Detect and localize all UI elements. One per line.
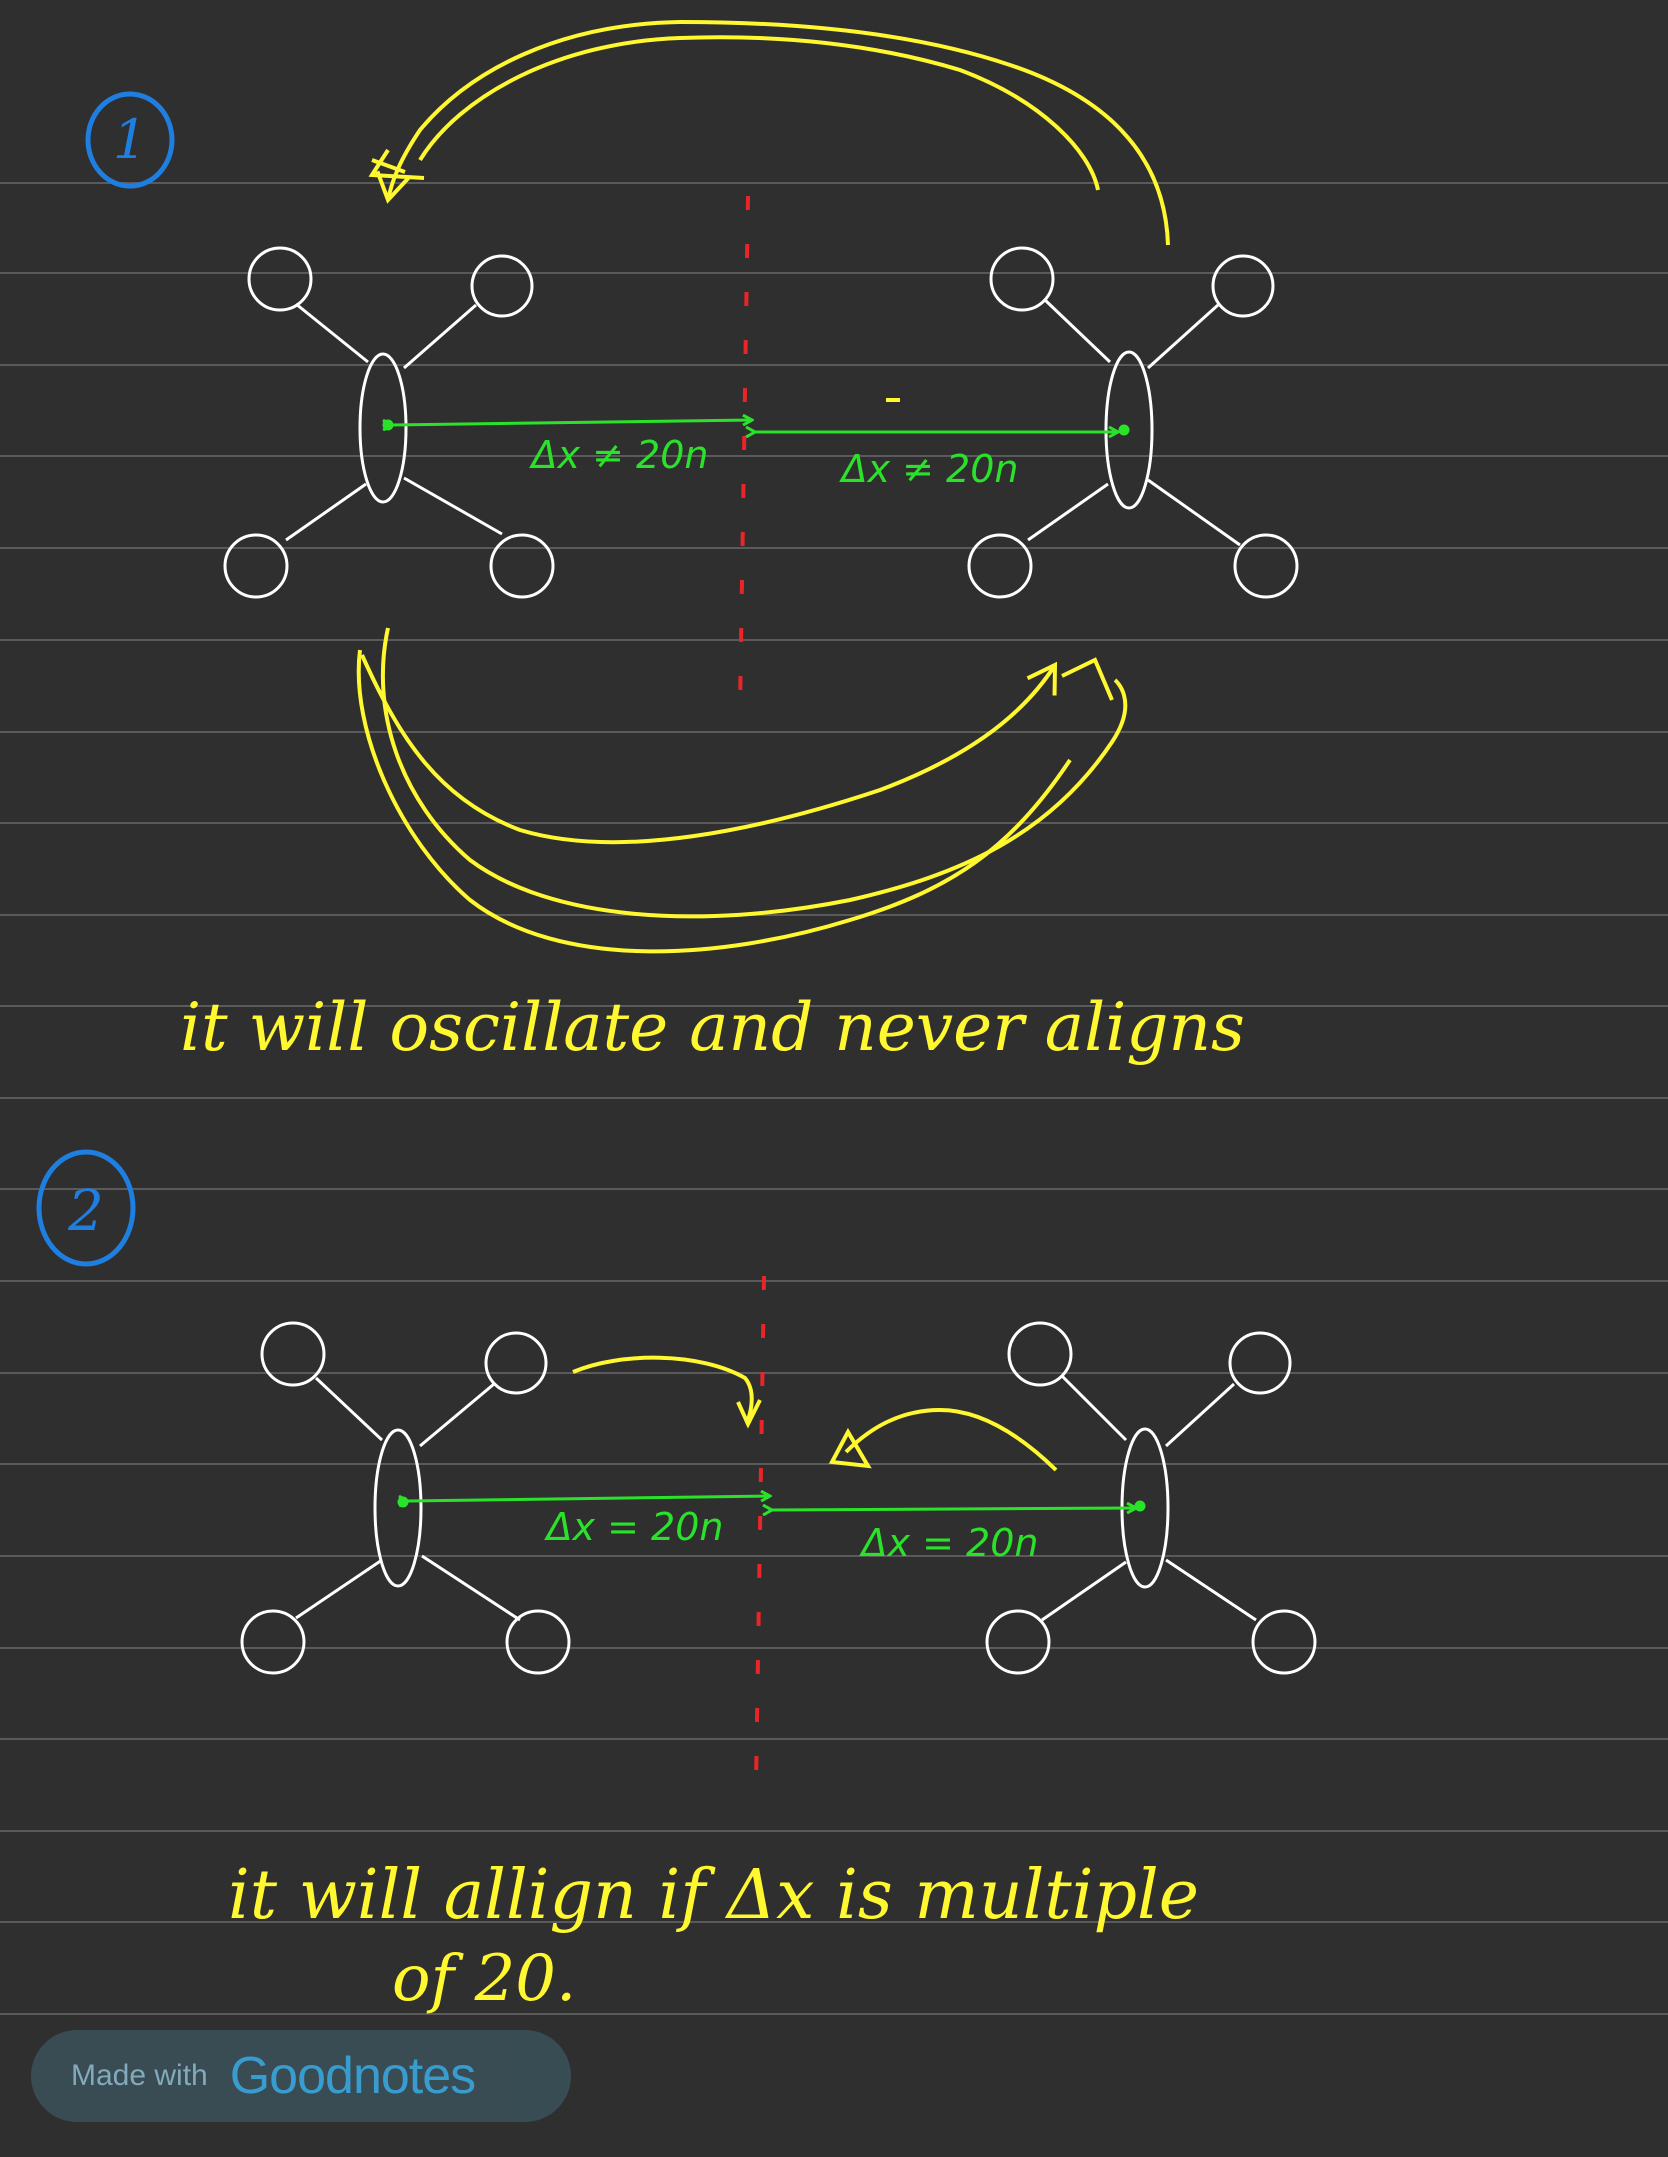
section-2-caption-line-1: it will allign if Δx is multiple bbox=[228, 1856, 1199, 1935]
watermark-prefix: Made with bbox=[71, 2059, 208, 2092]
distance-label-1-right: Δx ≠ 20n bbox=[839, 447, 1019, 491]
molecule-1-right bbox=[967, 246, 1299, 599]
distance-label-1-left: Δx ≠ 20n bbox=[529, 433, 709, 477]
distance-label-2-right: Δx = 20n bbox=[859, 1521, 1039, 1565]
distance-label-2-left: Δx = 20n bbox=[544, 1505, 724, 1549]
molecule-2-left bbox=[240, 1321, 571, 1675]
watermark-brand: Goodnotes bbox=[229, 2047, 476, 2105]
molecule-2-right bbox=[985, 1321, 1317, 1675]
center-axis-2 bbox=[754, 1275, 766, 1785]
molecule-1-left bbox=[223, 246, 555, 599]
ruled-lines bbox=[0, 182, 1668, 2015]
section-2-caption-line-2: of 20. bbox=[392, 1942, 576, 2016]
oscillation-arrows-1 bbox=[356, 19, 1170, 954]
goodnotes-watermark: Made with Goodnotes bbox=[31, 2030, 571, 2122]
section-1-number: 1 bbox=[113, 108, 147, 171]
distance-arrows-2 bbox=[397, 1496, 1146, 1510]
section-2-number: 2 bbox=[67, 1179, 104, 1244]
section-2-marker: 2 bbox=[36, 1149, 136, 1267]
distance-arrows-1 bbox=[384, 420, 1130, 434]
align-arrows-2 bbox=[572, 1355, 1058, 1472]
section-1-caption: it will oscillate and never aligns bbox=[180, 989, 1245, 1066]
section-1-marker: 1 bbox=[85, 91, 175, 189]
